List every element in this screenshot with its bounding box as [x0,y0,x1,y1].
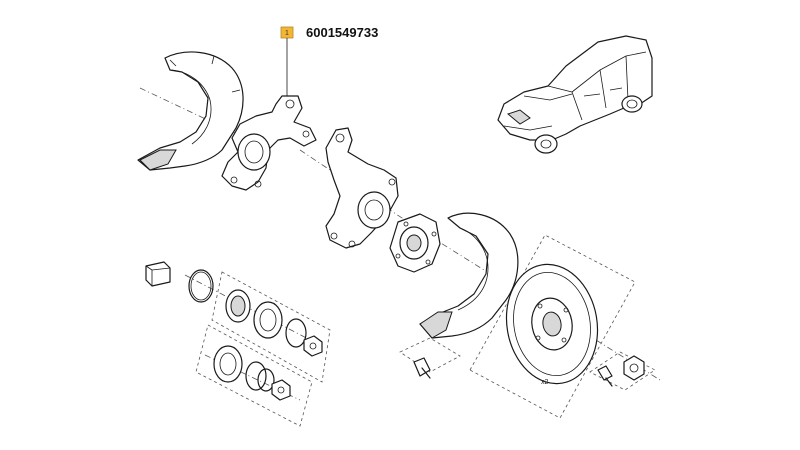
part-number-label: 6001549733 [306,25,378,40]
quantity-label: x2 [541,379,549,386]
brake-disc-group[interactable]: x2 [469,234,636,419]
rubber-block[interactable] [145,261,171,287]
steering-knuckle-center[interactable] [325,127,399,249]
steering-knuckle-left[interactable] [221,95,317,191]
dust-shield-right[interactable] [419,212,519,339]
wheel-hub[interactable] [389,213,441,273]
circlip[interactable] [188,269,214,303]
brake-disc-screw[interactable] [399,337,461,379]
part-callout[interactable]: 1 6001549733 [280,25,378,98]
bearing-kit-lower[interactable] [195,324,313,427]
dust-shield-left[interactable] [137,51,244,171]
callout-number: 1 [285,30,289,37]
hub-nut[interactable] [589,351,656,391]
vehicle-thumbnail [497,35,653,154]
bearing-kit-upper[interactable] [211,271,331,383]
